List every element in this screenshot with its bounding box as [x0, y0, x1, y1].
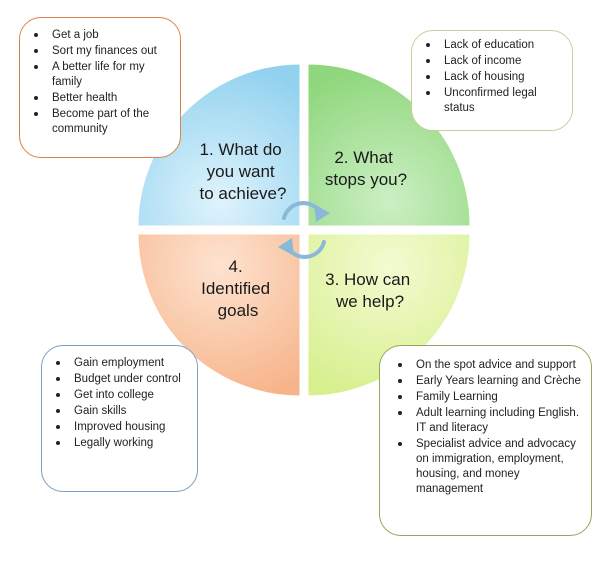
goals-list: Gain employment Budget under control Get…	[48, 356, 189, 451]
list-item: Unconfirmed legal status	[418, 86, 564, 116]
list-item: Specialist advice and advocacy on immigr…	[390, 437, 585, 497]
quadrant-label-achieve: 1. What do you want to achieve?	[200, 140, 287, 203]
list-item: Get into college	[48, 388, 189, 403]
list-item: Budget under control	[48, 372, 189, 387]
goals-callout-box: Gain employment Budget under control Get…	[41, 345, 198, 492]
stops-list: Lack of education Lack of income Lack of…	[418, 38, 564, 116]
list-item: Legally working	[48, 436, 189, 451]
list-item: Gain employment	[48, 356, 189, 371]
list-item: Lack of income	[418, 54, 564, 69]
list-item: Family Learning	[390, 390, 585, 405]
quadrant-label-goals: 4. Identified goals	[201, 257, 275, 320]
help-callout-box: On the spot advice and support Early Yea…	[379, 345, 592, 536]
stops-callout-box: Lack of education Lack of income Lack of…	[411, 30, 573, 131]
achieve-callout-box: Get a job Sort my finances out A better …	[19, 17, 181, 158]
quadrant-achieve	[137, 63, 301, 227]
list-item: On the spot advice and support	[390, 358, 585, 373]
list-item: Adult learning including English. IT and…	[390, 406, 585, 436]
list-item: A better life for my family	[26, 60, 172, 90]
achieve-list: Get a job Sort my finances out A better …	[26, 28, 172, 137]
list-item: Lack of education	[418, 38, 564, 53]
quadrant-label-help: 3. How can we help?	[325, 270, 415, 311]
quadrant-label-stops: 2. What stops you?	[325, 148, 407, 189]
circular-arrows-icon	[278, 201, 330, 259]
list-item: Gain skills	[48, 404, 189, 419]
list-item: Better health	[26, 91, 172, 106]
list-item: Sort my finances out	[26, 44, 172, 59]
list-item: Lack of housing	[418, 70, 564, 85]
list-item: Early Years learning and Crèche	[390, 374, 585, 389]
help-list: On the spot advice and support Early Yea…	[390, 358, 585, 497]
list-item: Improved housing	[48, 420, 189, 435]
list-item: Get a job	[26, 28, 172, 43]
list-item: Become part of the community	[26, 107, 172, 137]
